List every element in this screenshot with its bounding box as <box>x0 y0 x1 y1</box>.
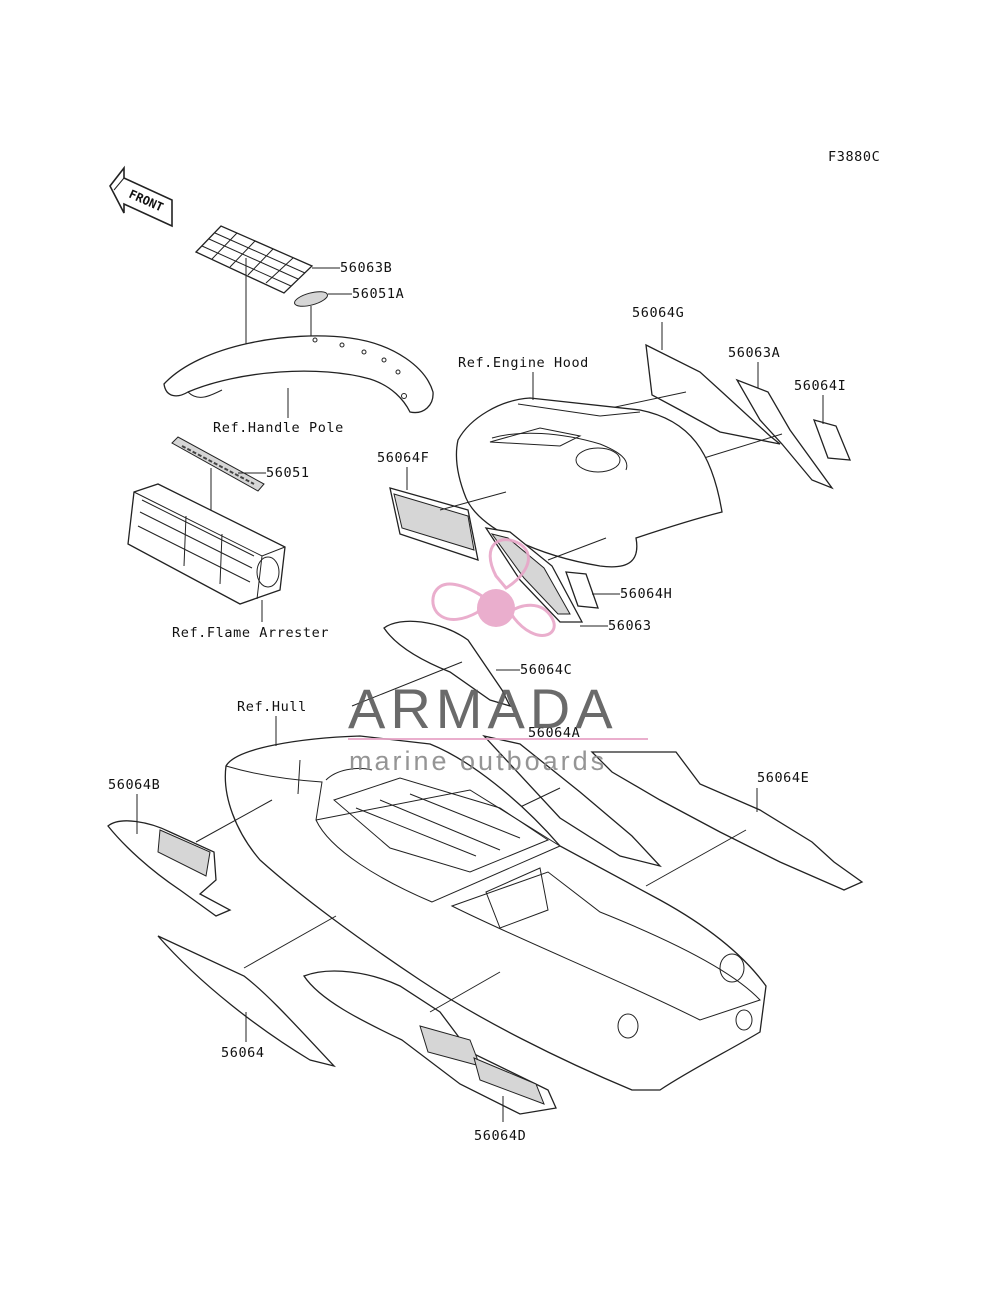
callout-56064B: 56064B <box>108 777 160 793</box>
callout-56051A: 56051A <box>352 286 404 302</box>
callout-56063A: 56063A <box>728 345 780 361</box>
decal-56064H <box>565 571 599 609</box>
callout-56064G: 56064G <box>632 305 684 321</box>
watermark-brand: ARMADA <box>348 677 618 740</box>
decal-56063A <box>735 378 834 490</box>
decal-56064F <box>389 487 479 561</box>
decal-56064I <box>812 419 852 461</box>
callout-56063B: 56063B <box>340 260 392 276</box>
callout-56064H: 56064H <box>620 586 672 602</box>
callout-56063: 56063 <box>608 618 652 634</box>
decal-56064E <box>590 751 864 891</box>
propeller-icon <box>431 538 556 637</box>
watermark: ARMADA marine outboards <box>348 538 648 776</box>
grid-decal-56063B <box>194 225 314 294</box>
emblem-56051A <box>294 291 328 307</box>
flame-arrester-part <box>127 483 286 605</box>
decal-56063 <box>484 527 584 623</box>
ref-hull: Ref.Hull <box>237 699 307 715</box>
decal-56064C <box>383 620 512 708</box>
callout-56064D: 56064D <box>474 1128 526 1144</box>
callout-56064: 56064 <box>221 1045 265 1061</box>
watermark-tagline: marine outboards <box>349 746 607 776</box>
callout-56064A: 56064A <box>528 725 580 741</box>
figure-code: F3880C <box>828 149 880 165</box>
decal-56064 <box>157 935 336 1068</box>
strip-decal-56051 <box>171 436 265 492</box>
engine-hood-part <box>455 397 723 568</box>
decal-56064B <box>107 820 232 917</box>
callout-56064I: 56064I <box>794 378 846 394</box>
decal-56064G <box>645 343 781 445</box>
front-arrow-icon: FRONT <box>109 165 173 228</box>
callout-56064C: 56064C <box>520 662 572 678</box>
ref-engine-hood: Ref.Engine Hood <box>458 355 589 371</box>
decal-56064A <box>482 734 662 868</box>
ref-flame-arrester: Ref.Flame Arrester <box>172 625 329 641</box>
handle-pole-part <box>163 335 434 414</box>
callout-56051: 56051 <box>266 465 310 481</box>
callout-56064E: 56064E <box>757 770 809 786</box>
ref-handle-pole: Ref.Handle Pole <box>213 420 344 436</box>
decal-56064D <box>303 970 557 1115</box>
callout-56064F: 56064F <box>377 450 429 466</box>
hull-part <box>224 735 767 1091</box>
